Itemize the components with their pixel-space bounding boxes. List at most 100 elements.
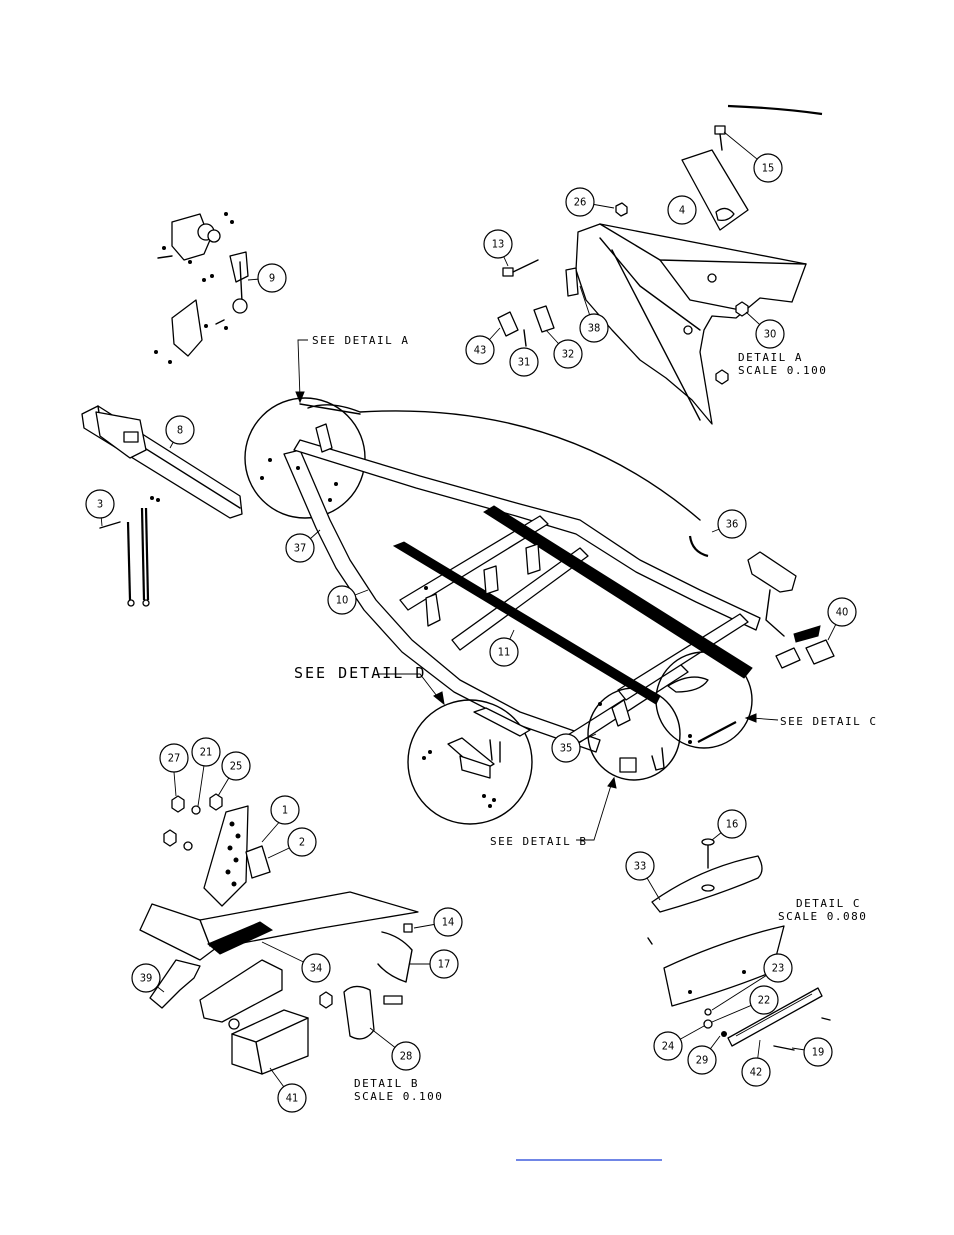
svg-text:8: 8	[177, 424, 183, 437]
svg-text:43: 43	[474, 344, 487, 357]
svg-text:38: 38	[588, 322, 601, 335]
roller-43	[497, 311, 519, 337]
safety-chains-3	[99, 496, 160, 607]
see-detail-c-label: SEE DETAIL C	[780, 715, 877, 728]
fender-c	[663, 925, 785, 1007]
bunk-board-11b	[483, 505, 753, 679]
balloon-35: 35	[551, 733, 581, 763]
svg-text:22: 22	[758, 994, 771, 1007]
balloon-13: 13	[483, 229, 513, 259]
see-detail-d-label: SEE DETAIL D	[294, 664, 426, 682]
detail-c-title: DETAIL C	[796, 897, 861, 910]
roller-32	[533, 305, 555, 333]
balloon-39: 39	[131, 963, 161, 993]
balloon-2: 2	[287, 827, 317, 857]
svg-text:33: 33	[634, 860, 647, 873]
balloon-37: 37	[285, 533, 315, 563]
balloon-43: 43	[465, 335, 495, 365]
svg-text:17: 17	[438, 958, 451, 971]
balloon-22: 22	[749, 985, 779, 1015]
balloon-36: 36	[717, 509, 747, 539]
handle-17	[377, 931, 413, 983]
svg-text:27: 27	[168, 752, 181, 765]
svg-text:35: 35	[560, 742, 573, 755]
nut-27	[171, 795, 185, 813]
svg-text:10: 10	[336, 594, 349, 607]
balloon-9: 9	[257, 263, 287, 293]
balloon-16: 16	[717, 809, 747, 839]
svg-text:24: 24	[662, 1040, 675, 1053]
fender-wire-36	[307, 404, 701, 521]
detail-a-title: DETAIL A	[738, 351, 803, 364]
see-detail-arrows	[295, 339, 779, 841]
screw-19a	[821, 1017, 831, 1021]
svg-text:9: 9	[269, 272, 275, 285]
svg-text:11: 11	[498, 646, 511, 659]
balloon-25: 25	[221, 751, 251, 781]
svg-text:31: 31	[518, 356, 531, 369]
plate-39	[149, 959, 201, 1009]
detail-b-title: DETAIL B	[354, 1077, 419, 1090]
washer-22	[704, 1008, 712, 1016]
svg-text:42: 42	[750, 1066, 763, 1079]
balloon-10: 10	[327, 585, 357, 615]
strip-42	[727, 987, 823, 1047]
balloon-14: 14	[433, 907, 463, 937]
winch-assembly-9	[154, 212, 249, 364]
svg-text:29: 29	[696, 1054, 709, 1067]
balloon-30: 30	[755, 319, 785, 349]
box-41	[231, 1009, 309, 1075]
balloon-33: 33	[625, 851, 655, 881]
balloon-41: 41	[277, 1083, 307, 1113]
bracket-1	[203, 805, 249, 907]
balloon-28: 28	[391, 1041, 421, 1071]
balloon-40: 40	[827, 597, 857, 627]
detail-c-group	[647, 838, 831, 1051]
svg-text:19: 19	[812, 1046, 825, 1059]
pin-31	[523, 329, 527, 347]
balloon-3: 3	[85, 489, 115, 519]
cover-33	[651, 855, 763, 913]
svg-text:37: 37	[294, 542, 307, 555]
balloon-42: 42	[741, 1057, 771, 1087]
pad-34	[207, 921, 274, 955]
screw-19	[773, 1045, 795, 1051]
svg-text:14: 14	[442, 916, 455, 929]
balloon-38: 38	[579, 313, 609, 343]
detail-a-group	[497, 104, 823, 425]
balloon-21: 21	[191, 737, 221, 767]
svg-text:26: 26	[574, 196, 587, 209]
taillight-40	[805, 639, 835, 665]
see-detail-a-label: SEE DETAIL A	[312, 334, 409, 347]
detail-a-scale: SCALE 0.100	[738, 364, 827, 377]
svg-text:3: 3	[97, 498, 103, 511]
balloon-24: 24	[653, 1031, 683, 1061]
detail-a-wire	[727, 104, 823, 116]
svg-text:16: 16	[726, 818, 739, 831]
svg-text:15: 15	[762, 162, 775, 175]
balloon-11: 11	[489, 637, 519, 667]
washer-24	[703, 1019, 713, 1029]
balloon-19: 19	[803, 1037, 833, 1067]
detail-d-parts	[422, 707, 531, 808]
balloon-4: 4	[667, 195, 697, 225]
balloon-31: 31	[509, 347, 539, 377]
svg-text:32: 32	[562, 348, 575, 361]
svg-text:34: 34	[310, 962, 323, 975]
detail-b-scale: SCALE 0.100	[354, 1090, 443, 1103]
detail-b-group	[139, 793, 419, 1075]
detail-c-scale: SCALE 0.080	[778, 910, 867, 923]
main-frame	[244, 397, 835, 753]
bolt-14	[403, 923, 413, 933]
washer-21	[191, 805, 201, 815]
balloon-26: 26	[565, 187, 595, 217]
svg-text:4: 4	[679, 204, 685, 217]
see-detail-b-label: SEE DETAIL B	[490, 835, 587, 848]
nut-30	[735, 301, 749, 317]
svg-text:13: 13	[492, 238, 505, 251]
detail-d-circle	[407, 699, 533, 825]
detail-c-circle	[655, 651, 753, 749]
nut-29	[721, 1031, 727, 1037]
bolt-13	[502, 259, 539, 277]
